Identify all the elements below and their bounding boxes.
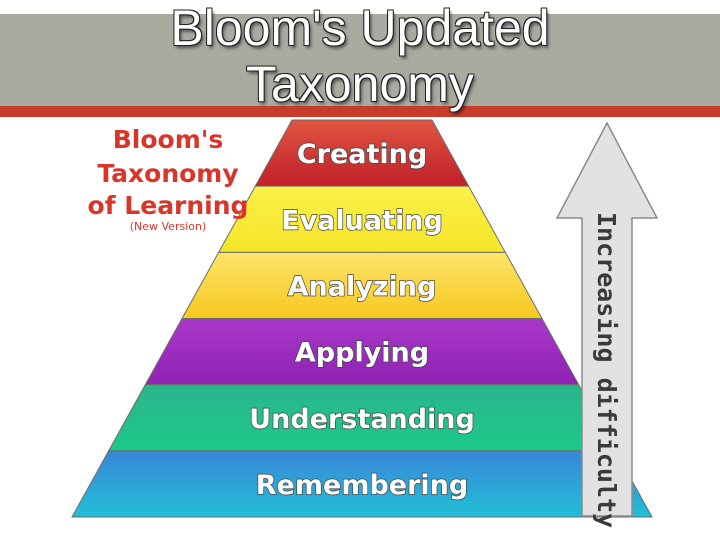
pyramid-label-remembering: Remembering (256, 470, 468, 501)
header-band (0, 14, 720, 106)
page-title-line-1: Bloom's Updated (170, 0, 550, 56)
arrow-label: Increasing difficulty (592, 212, 621, 528)
page-title: Bloom's Updated Taxonomy (70, 0, 650, 112)
header-rule (0, 106, 720, 117)
diagram-heading-line-3: of Learning (88, 191, 249, 220)
pyramid-label-creating: Creating (297, 139, 427, 170)
pyramid-label-understanding: Understanding (249, 404, 475, 435)
pyramid-label-analyzing: Analyzing (288, 271, 437, 302)
pyramid-tier-remembering (71, 450, 653, 518)
diagram-heading-line-1: Bloom's (113, 125, 224, 154)
pyramid-label-applying: Applying (295, 338, 429, 369)
page-title-line-2: Taxonomy (246, 56, 474, 112)
pyramid: CreatingEvaluatingAnalyzingApplyingUnder… (71, 119, 653, 518)
up-arrow-icon (555, 121, 659, 517)
pyramid-label-evaluating: Evaluating (281, 205, 443, 236)
diagram-subheading: (New Version) (130, 220, 207, 233)
diagram-heading-line-2: Taxonomy (97, 159, 238, 188)
